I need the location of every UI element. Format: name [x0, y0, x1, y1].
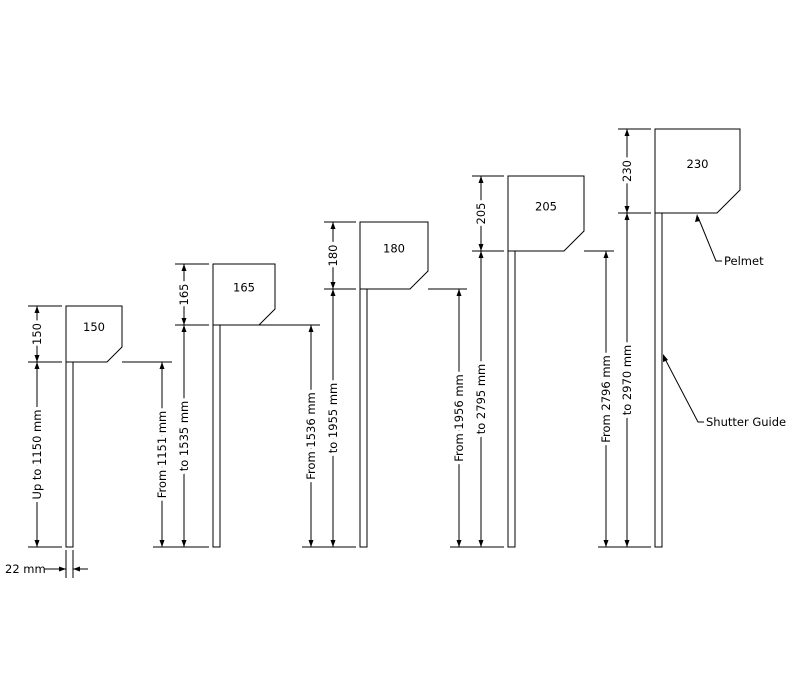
arrowhead-icon	[624, 540, 630, 547]
arrowhead-icon	[478, 244, 484, 251]
guide-height-dim-label: to 1955 mm	[326, 383, 340, 454]
arrowhead-icon	[663, 354, 668, 362]
pelmet-height-dim-label: 230	[620, 160, 634, 182]
arrowhead-icon	[181, 540, 187, 547]
pelmet-box	[359, 221, 429, 290]
arrowhead-icon	[695, 214, 700, 222]
arrowhead-icon	[603, 540, 609, 547]
pelmet-height-dim-label: 165	[177, 284, 191, 306]
arrowhead-icon	[34, 355, 40, 362]
pelmet-box	[212, 263, 276, 326]
min-height-dim-label: From 1536 mm	[304, 392, 318, 479]
size-group-230: 230 230 to 2970 mm From 2796 mm	[584, 128, 741, 548]
arrowhead-icon	[478, 540, 484, 547]
pelmet-callout: Pelmet	[724, 254, 764, 268]
arrowhead-icon	[624, 213, 630, 220]
min-height-dim-label: From 1151 mm	[155, 411, 169, 498]
pelmet-height-dim-label: 205	[474, 203, 488, 225]
size-group-180: 180 180 to 1955 mm From 1536 mm	[259, 221, 429, 548]
pelmet-box	[65, 305, 123, 363]
pelmet-box	[507, 175, 585, 252]
arrowhead-icon	[330, 282, 336, 289]
arrowhead-icon	[330, 222, 336, 229]
guide-height-dim-label: to 1535 mm	[177, 401, 191, 472]
arrowhead-icon	[478, 251, 484, 258]
pelmet-box	[654, 128, 741, 214]
arrowhead-icon	[159, 362, 165, 369]
min-height-dim-label: From 1956 mm	[452, 374, 466, 461]
shutter-guide	[507, 250, 516, 548]
arrowhead-icon	[159, 540, 165, 547]
shutter-guide	[212, 324, 221, 548]
arrowhead-icon	[34, 362, 40, 369]
size-group-150: 150 150 Up to 1150 mm	[27, 305, 123, 548]
arrowhead-icon	[603, 251, 609, 258]
arrowhead-icon	[330, 289, 336, 296]
guide-width-dim: 22 mm	[5, 550, 88, 578]
arrowhead-icon	[330, 540, 336, 547]
shutter-guide	[654, 212, 663, 548]
shutter-guide	[65, 361, 74, 548]
guide-height-dim-label: Up to 1150 mm	[30, 410, 44, 500]
pelmet-height-dim-label: 150	[30, 323, 44, 345]
arrowhead-icon	[478, 176, 484, 183]
pelmet-height-dim-label: 180	[326, 245, 340, 267]
size-group-165: 165 165 to 1535 mm From 1151 mm	[122, 263, 276, 548]
shutter-guide-callout: Shutter Guide	[706, 415, 786, 429]
arrowhead-icon	[73, 566, 80, 572]
guide-width-label: 22 mm	[5, 562, 46, 576]
arrowhead-icon	[308, 325, 314, 332]
guide-height-dim-label: to 2970 mm	[620, 345, 634, 416]
arrowhead-icon	[59, 566, 66, 572]
arrowhead-icon	[181, 264, 187, 271]
pelmet-label: 150	[83, 320, 105, 334]
arrowhead-icon	[624, 129, 630, 136]
arrowhead-icon	[181, 318, 187, 325]
min-height-dim-label: From 2796 mm	[599, 355, 613, 442]
arrowhead-icon	[624, 206, 630, 213]
arrowhead-icon	[181, 325, 187, 332]
pelmet-leader	[697, 216, 722, 262]
pelmet-label: 230	[687, 157, 709, 171]
arrowhead-icon	[34, 540, 40, 547]
shutter-guide	[359, 288, 368, 548]
pelmet-label: 205	[535, 200, 557, 214]
arrowhead-icon	[456, 289, 462, 296]
shutter-guide-leader	[663, 356, 704, 423]
pelmet-label: 165	[233, 281, 255, 295]
size-group-205: 205 205 to 2795 mm From 1956 mm	[428, 175, 585, 548]
pelmet-label: 180	[383, 242, 405, 256]
guide-height-dim-label: to 2795 mm	[474, 364, 488, 435]
arrowhead-icon	[34, 306, 40, 313]
arrowhead-icon	[456, 540, 462, 547]
arrowhead-icon	[308, 540, 314, 547]
